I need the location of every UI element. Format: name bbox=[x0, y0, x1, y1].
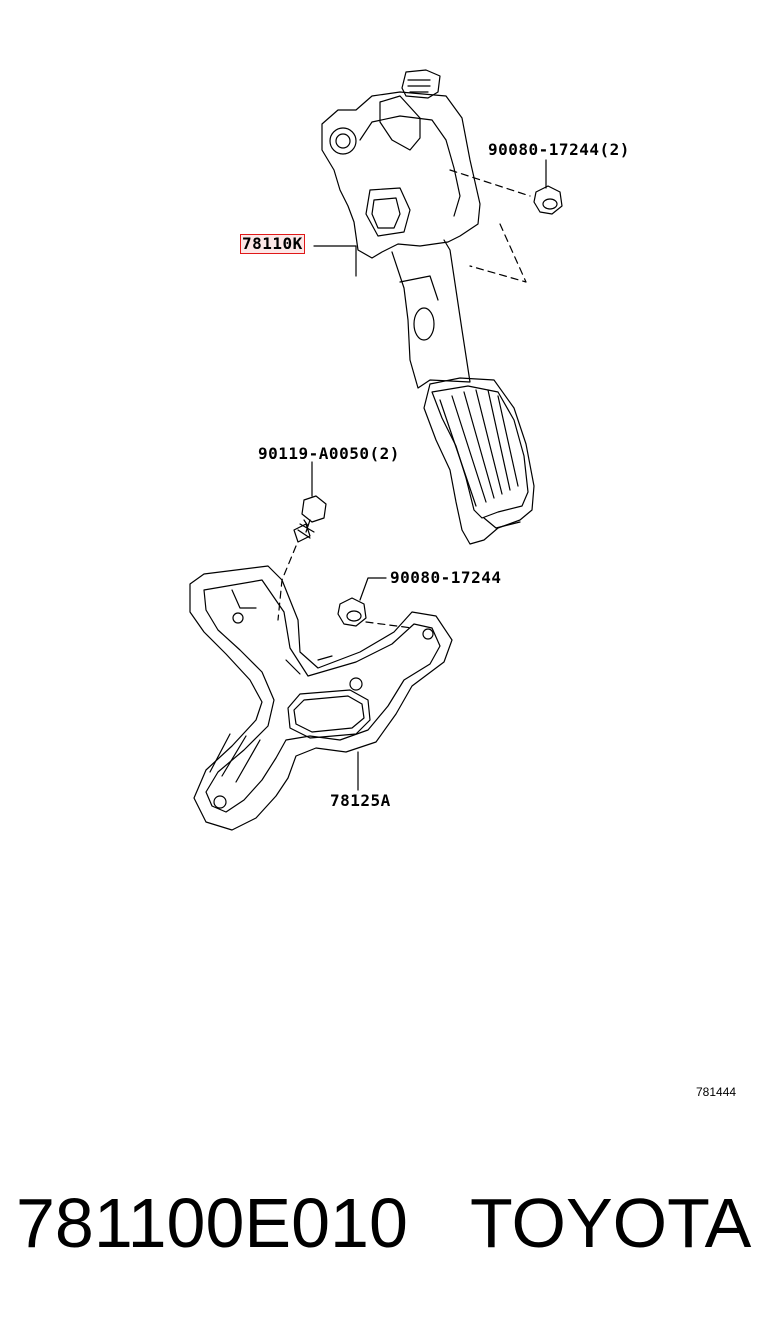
pedal-leader-line bbox=[313, 245, 357, 277]
bolt-drawing bbox=[293, 495, 327, 543]
upper-nut-drawing bbox=[533, 185, 563, 215]
bracket-drawing bbox=[189, 565, 453, 831]
parts-diagram bbox=[189, 69, 563, 831]
lower-nut-drawing bbox=[337, 597, 367, 627]
bracket-label: 78125A bbox=[330, 791, 391, 810]
nut-upper-label: 90080-17244(2) bbox=[488, 140, 630, 159]
lower-nut-leader-line bbox=[359, 577, 387, 601]
pedal-assembly-label[interactable]: 78110K bbox=[240, 234, 305, 254]
part-number: 781100E010 bbox=[16, 1184, 408, 1262]
reference-code: 781444 bbox=[696, 1085, 737, 1099]
brand-name: TOYOTA bbox=[470, 1184, 752, 1262]
upper-nut-guide bbox=[449, 169, 531, 283]
bolt-label: 90119-A0050(2) bbox=[258, 444, 400, 463]
accelerator-pedal-drawing bbox=[321, 69, 535, 545]
lower-nut-dashed-guide bbox=[365, 621, 413, 629]
nut-lower-label: 90080-17244 bbox=[390, 568, 502, 587]
